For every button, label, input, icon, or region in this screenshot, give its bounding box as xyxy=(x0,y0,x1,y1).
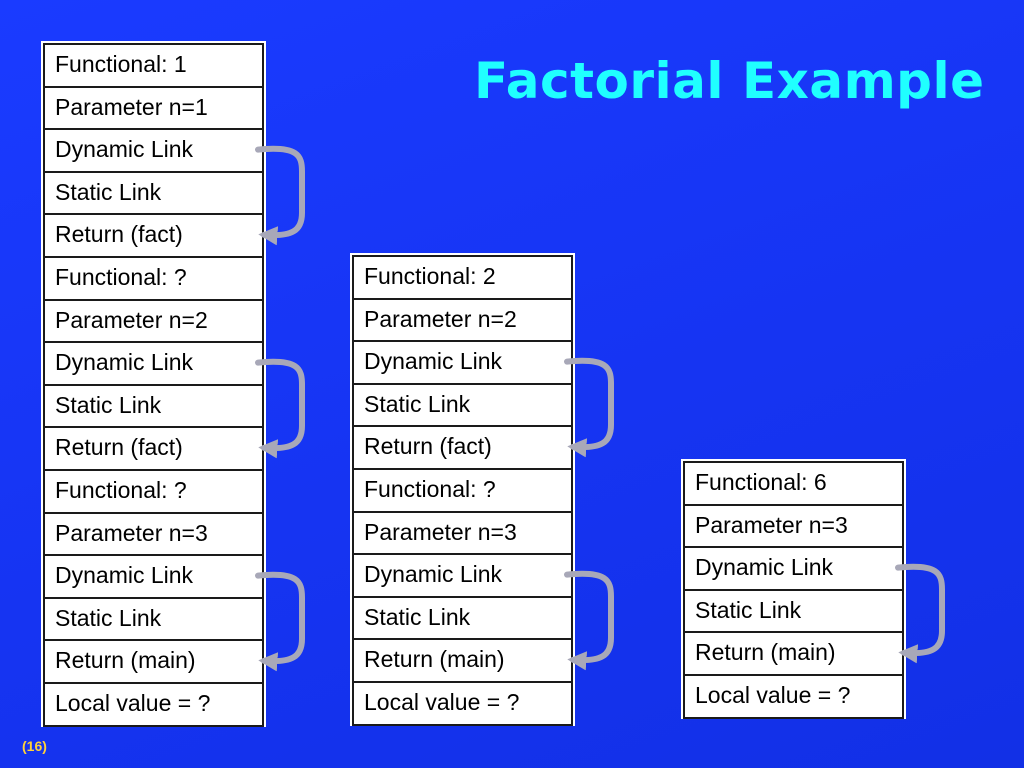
stack-cell: Static Link xyxy=(352,382,573,428)
page-number: (16) xyxy=(22,738,47,754)
stack-cell: Functional: 6 xyxy=(683,461,904,506)
stack-cell: Dynamic Link xyxy=(43,341,264,386)
stack-cell: Parameter n=1 xyxy=(43,85,264,131)
stack-cell: Static Link xyxy=(683,588,904,634)
stack-cell: Return (main) xyxy=(352,638,573,683)
stack-cell: Functional: ? xyxy=(352,468,573,513)
stack-cell: Dynamic Link xyxy=(352,340,573,385)
stack-cell: Functional: 1 xyxy=(43,43,264,88)
stack-cell: Parameter n=3 xyxy=(43,511,264,557)
stack-cell: Static Link xyxy=(352,595,573,641)
stack-cell: Dynamic Link xyxy=(43,128,264,173)
stack-cell: Dynamic Link xyxy=(352,553,573,598)
stack-cell: Return (main) xyxy=(43,639,264,684)
stack-cell: Functional: 2 xyxy=(352,255,573,300)
stack-cell: Parameter n=3 xyxy=(683,503,904,549)
stack-cell: Local value = ? xyxy=(683,674,904,719)
stack-cell: Functional: ? xyxy=(43,256,264,301)
stack-cell: Local value = ? xyxy=(43,682,264,727)
stack-cell: Parameter n=2 xyxy=(352,297,573,343)
stack-cell: Return (fact) xyxy=(43,426,264,471)
stack-cell: Dynamic Link xyxy=(43,554,264,599)
stack-cell: Parameter n=2 xyxy=(43,298,264,344)
stack-cell: Static Link xyxy=(43,170,264,216)
slide-title: Factorial Example xyxy=(474,52,985,110)
stack-cell: Parameter n=3 xyxy=(352,510,573,556)
stack-cell: Dynamic Link xyxy=(683,546,904,591)
stack-cell: Local value = ? xyxy=(352,681,573,726)
stack-cell: Static Link xyxy=(43,383,264,429)
stack-cell: Return (fact) xyxy=(43,213,264,258)
stack-cell: Return (fact) xyxy=(352,425,573,470)
stack-cell: Static Link xyxy=(43,596,264,642)
stack-cell: Functional: ? xyxy=(43,469,264,514)
stack-cell: Return (main) xyxy=(683,631,904,676)
